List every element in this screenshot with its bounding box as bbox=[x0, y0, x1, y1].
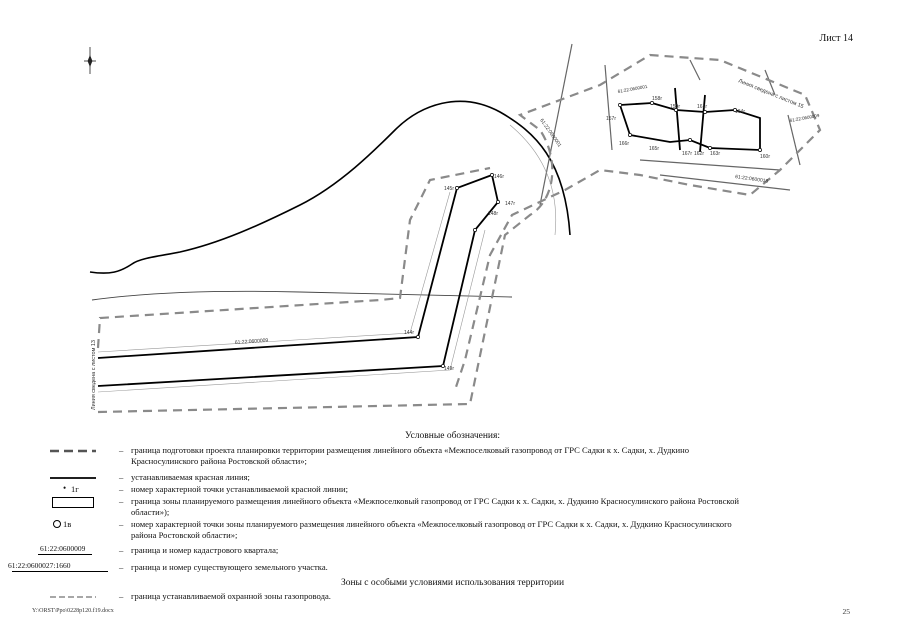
legend-dash: – bbox=[119, 562, 124, 572]
legend-dash: – bbox=[119, 591, 124, 601]
point-symbol: • 1г bbox=[63, 483, 79, 494]
dashed-boundary-symbol bbox=[50, 449, 96, 453]
point-label: 146г bbox=[494, 174, 504, 180]
legend-dash: – bbox=[119, 484, 124, 494]
point-label: 149г bbox=[444, 366, 454, 372]
protection-zone-symbol bbox=[50, 596, 96, 598]
legend-text: граница устанавливаемой охранной зоны га… bbox=[131, 591, 331, 601]
point-label: 166г bbox=[619, 141, 629, 147]
page-number: 25 bbox=[842, 607, 851, 616]
site-plan-map: Линия сведена с листом 13 Линия сведена … bbox=[84, 43, 822, 414]
zones-title: Зоны с особыми условиями использования т… bbox=[340, 578, 565, 588]
legend-title: Условные обозначения: bbox=[404, 431, 500, 441]
point-label: 147г bbox=[505, 201, 515, 207]
parcel-symbol: 61:22:0600027:1660 bbox=[8, 560, 118, 574]
legend-text: граница и номер кадастрового квартала; bbox=[131, 545, 279, 555]
north-arrow-icon bbox=[84, 47, 96, 74]
point-label: 163г bbox=[710, 151, 720, 157]
point-label: 148г bbox=[488, 211, 498, 217]
quarter-symbol: 61:22:0600009 bbox=[24, 543, 116, 557]
point-label: 159г bbox=[670, 104, 680, 110]
point-label: 165г bbox=[649, 146, 659, 152]
zone-rect-symbol bbox=[30, 496, 110, 508]
terrain-boundary bbox=[89, 100, 571, 274]
map-label-quarter-4: 61:22:0600001 bbox=[617, 84, 648, 94]
point-label: 144г bbox=[404, 330, 414, 336]
point-label: 158г bbox=[652, 96, 662, 102]
parcel-symbol-label: 61:22:0600027:1660 bbox=[8, 561, 71, 570]
cadastral-lines bbox=[539, 43, 801, 206]
map-label-quarter-1: 61:22:0600009 bbox=[235, 338, 269, 346]
legend-text: номер характерной точки зоны планируемог… bbox=[131, 519, 732, 540]
sheet-label: Лист 14 bbox=[819, 33, 853, 44]
legend-text: устанавливаемая красная линия; bbox=[131, 472, 250, 482]
point-label: 167г bbox=[682, 151, 692, 157]
legend-dash: – bbox=[119, 496, 124, 506]
legend-dash: – bbox=[119, 545, 124, 555]
point-labels: 144г 145г 146г 147г 148г 149г 157г 158г … bbox=[404, 96, 770, 372]
legend-dash: – bbox=[119, 472, 124, 482]
road-line bbox=[91, 290, 513, 301]
point-label: 162г bbox=[694, 151, 704, 157]
legend-text: граница и номер существующего земельного… bbox=[131, 562, 328, 572]
legend-dash: – bbox=[119, 519, 124, 529]
legend-text: номер характерной точки устанавливаемой … bbox=[131, 484, 348, 494]
point-symbol-label: 1г bbox=[71, 484, 79, 494]
legend-dash: – bbox=[119, 445, 124, 455]
point-label: 157г bbox=[606, 116, 616, 122]
quarter-symbol-label: 61:22:0600009 bbox=[40, 544, 86, 553]
footer-file-path: Y:\ORST\Ppo\0228p120.f19.docx bbox=[32, 608, 114, 614]
zone-outline bbox=[97, 124, 557, 393]
point-label: 145г bbox=[444, 186, 454, 192]
point-label: 164г bbox=[735, 109, 745, 115]
map-label-line-a: Линия сведена с листом 13 bbox=[91, 340, 97, 410]
point-label: 161г bbox=[697, 104, 707, 110]
red-line bbox=[97, 87, 761, 387]
red-line-symbol bbox=[50, 477, 96, 479]
legend-text: граница зоны планируемого размещения лин… bbox=[131, 496, 740, 517]
zone-point-symbol-label: 1в bbox=[63, 519, 72, 529]
legend-text: граница подготовки проекта планировки те… bbox=[131, 445, 690, 466]
map-label-quarter-3: 61:22:0600018 bbox=[735, 174, 769, 185]
zone-point-symbol: 1в bbox=[30, 519, 110, 531]
point-markers bbox=[416, 101, 762, 368]
point-label: 160г bbox=[760, 154, 770, 160]
map-label-quarter-5: 61:22:0600009 bbox=[789, 113, 820, 123]
planning-boundary bbox=[97, 53, 822, 414]
